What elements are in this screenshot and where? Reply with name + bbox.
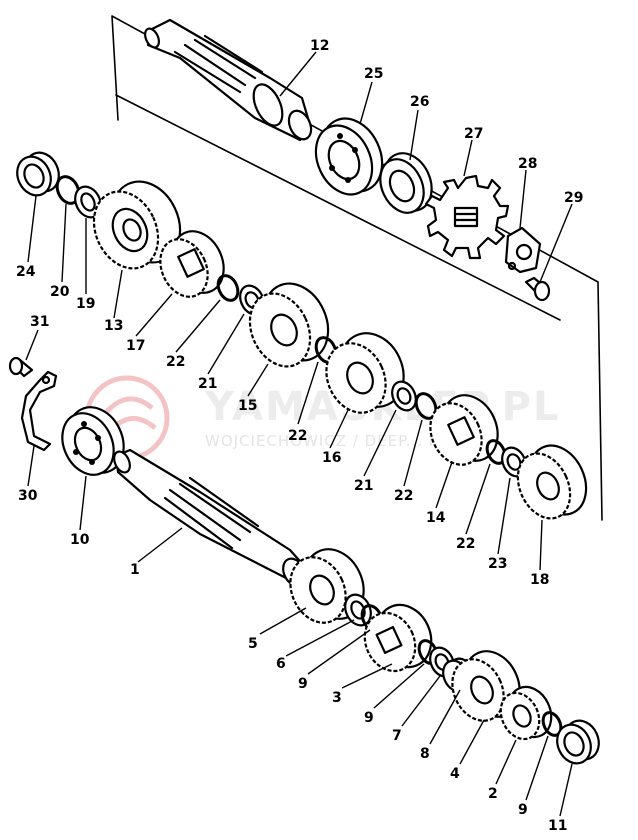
callout-22-a: 22 xyxy=(166,354,185,370)
callout-19: 19 xyxy=(76,296,95,312)
callout-24: 24 xyxy=(16,264,36,280)
callout-1: 1 xyxy=(130,562,140,578)
bolt-part-29 xyxy=(524,276,551,302)
callout-9-a: 9 xyxy=(298,676,308,692)
callout-2: 2 xyxy=(488,786,498,802)
callout-30: 30 xyxy=(18,488,38,504)
callout-28: 28 xyxy=(518,156,537,172)
callout-11: 11 xyxy=(548,818,567,834)
callout-22-b: 22 xyxy=(288,428,307,444)
sprocket-part-27 xyxy=(424,174,510,260)
callout-21-b: 21 xyxy=(354,478,373,494)
gear-part-15 xyxy=(248,282,330,368)
callout-5: 5 xyxy=(248,636,258,652)
leader-lines xyxy=(25,51,573,817)
callout-31: 31 xyxy=(30,314,49,330)
callout-18: 18 xyxy=(530,572,549,588)
callout-15: 15 xyxy=(238,398,257,414)
drive-axle-part-12 xyxy=(144,18,313,142)
callout-25: 25 xyxy=(364,66,383,82)
callout-21-a: 21 xyxy=(198,376,217,392)
callout-9-b: 9 xyxy=(364,710,374,726)
lock-washer-part-28 xyxy=(504,226,542,274)
callout-6: 6 xyxy=(276,656,286,672)
callout-20: 20 xyxy=(50,284,70,300)
washer-part-21-lower xyxy=(391,380,417,412)
callout-9-c: 9 xyxy=(518,802,528,818)
callout-17: 17 xyxy=(126,338,145,354)
gear-part-16 xyxy=(325,332,405,414)
needle-bearing-part-11 xyxy=(556,719,600,765)
callout-22-d: 22 xyxy=(456,536,475,552)
callout-8: 8 xyxy=(420,746,430,762)
callout-3: 3 xyxy=(332,690,342,706)
callout-27: 27 xyxy=(464,126,483,142)
needle-bearing-part-24 xyxy=(16,151,60,197)
callout-10: 10 xyxy=(70,532,90,548)
callout-13: 13 xyxy=(104,318,123,334)
bolt-part-31 xyxy=(8,356,34,378)
callout-16: 16 xyxy=(322,450,341,466)
gear-part-2 xyxy=(499,685,553,741)
bearing-part-25 xyxy=(314,117,384,196)
gear-part-17 xyxy=(159,230,225,298)
watermark-subtitle: WOJCIECHOWICZ / DEEP... MOTO xyxy=(205,432,479,450)
callout-23: 23 xyxy=(488,556,507,572)
oil-seal-part-26 xyxy=(379,152,433,214)
gear-part-18 xyxy=(516,444,588,520)
gear-part-3 xyxy=(363,603,433,673)
callout-22-c: 22 xyxy=(394,488,413,504)
callout-29: 29 xyxy=(564,190,583,206)
callout-14: 14 xyxy=(426,510,446,526)
callout-7: 7 xyxy=(392,728,402,744)
circlip-part-20 xyxy=(55,175,81,205)
callout-numbers: 12 25 26 27 28 29 24 20 19 13 17 22 21 1… xyxy=(16,38,583,834)
main-axle-part-1 xyxy=(113,448,308,587)
callout-26: 26 xyxy=(410,94,429,110)
callout-12: 12 xyxy=(310,38,329,54)
gear-part-14 xyxy=(429,394,499,466)
bearing-plate-part-30 xyxy=(20,370,58,452)
callout-4: 4 xyxy=(450,766,460,782)
bearing-part-10 xyxy=(61,406,125,476)
gear-part-13 xyxy=(92,180,182,270)
circlip-part-22-upper xyxy=(216,274,240,302)
circlip-part-22-right xyxy=(485,439,507,465)
